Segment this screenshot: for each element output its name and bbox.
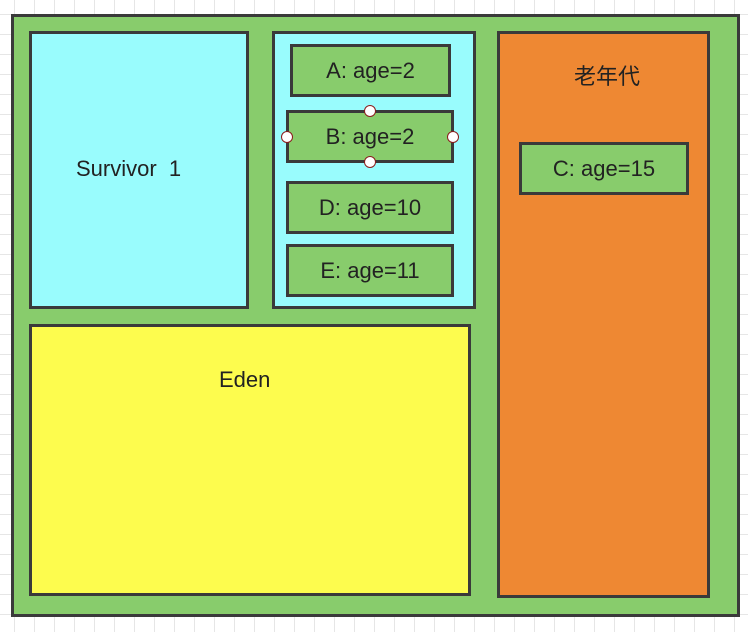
resize-handle-bottom[interactable] xyxy=(364,156,376,168)
old-generation-region[interactable] xyxy=(497,31,710,598)
survivor1-label: Survivor 1 xyxy=(76,156,182,181)
resize-handle-top[interactable] xyxy=(364,105,376,117)
resize-handle-left[interactable] xyxy=(281,131,293,143)
object-e[interactable]: E: age=11 xyxy=(286,244,454,297)
resize-handle-right[interactable] xyxy=(447,131,459,143)
old-generation-label: 老年代 xyxy=(574,64,641,89)
object-a[interactable]: A: age=2 xyxy=(290,44,451,97)
survivor1-region[interactable] xyxy=(29,31,249,309)
object-c[interactable]: C: age=15 xyxy=(519,142,689,195)
eden-region[interactable] xyxy=(29,324,471,596)
eden-label: Eden xyxy=(219,367,271,392)
object-d[interactable]: D: age=10 xyxy=(286,181,454,234)
